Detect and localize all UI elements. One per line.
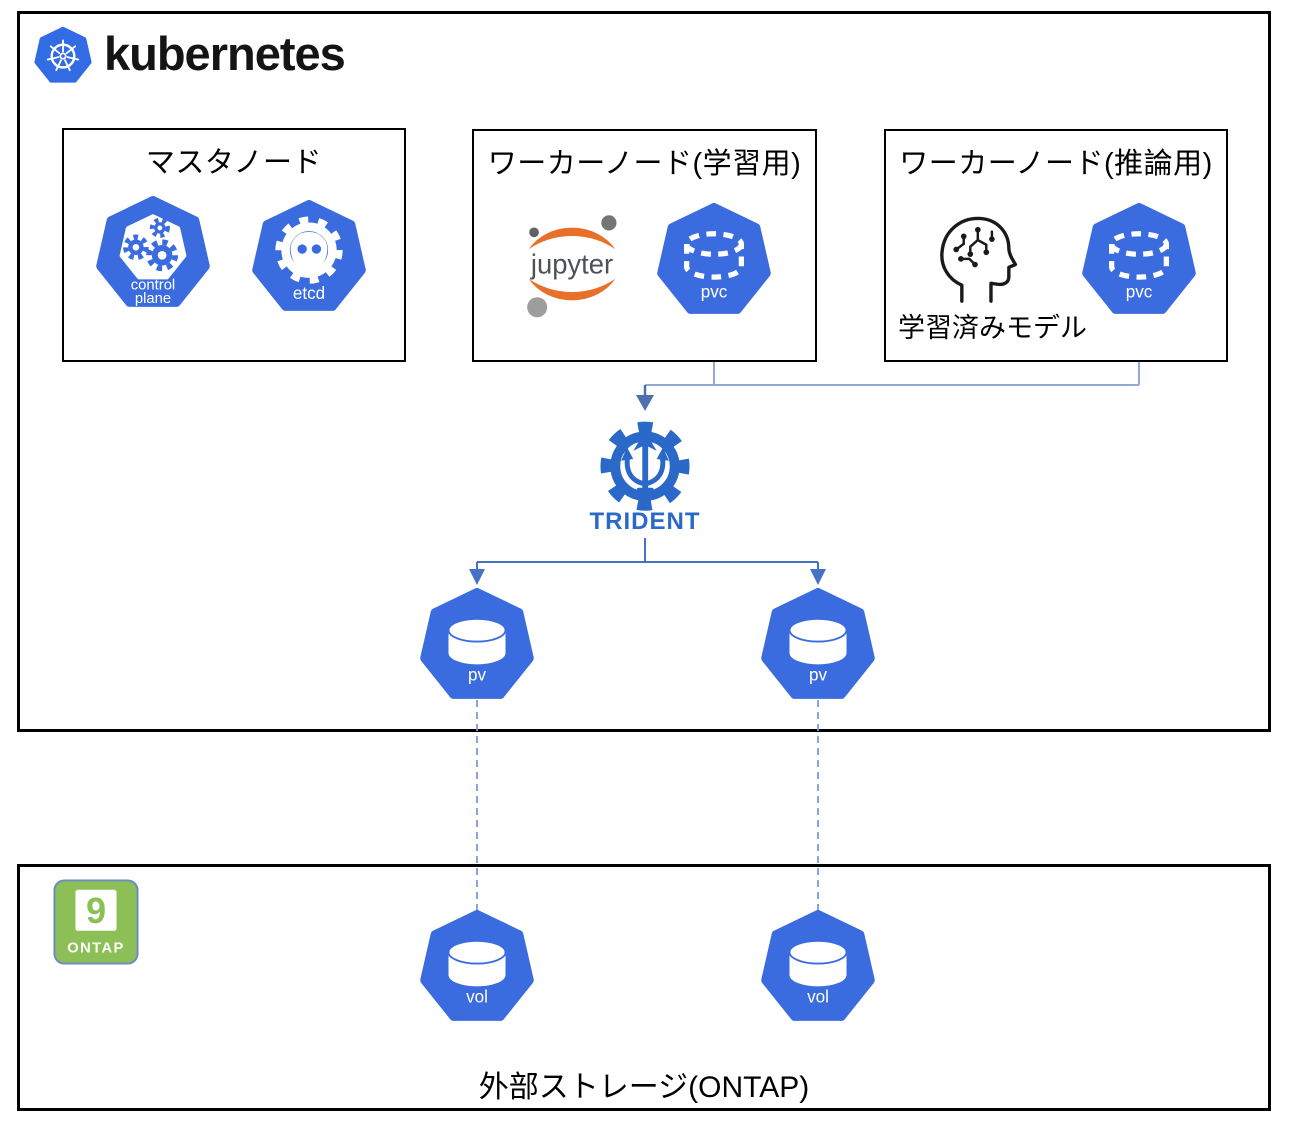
trident-label: TRIDENT bbox=[589, 508, 701, 535]
etcd-gear-glyph bbox=[275, 216, 343, 284]
ontap-version-number: 9 bbox=[86, 890, 106, 931]
kubernetes-cluster-box bbox=[17, 11, 1271, 732]
master-node-title: マスタノード bbox=[145, 147, 323, 179]
etcd-icon: etcd bbox=[252, 200, 366, 314]
jupyter-dot-small bbox=[529, 227, 539, 238]
storage-box bbox=[17, 864, 1271, 1111]
pvc-training-label: pvc bbox=[701, 283, 728, 302]
trained-model-head-icon bbox=[940, 216, 1018, 303]
kubernetes-logo-icon bbox=[34, 24, 92, 87]
worker-training-title: ワーカーノード(学習用) bbox=[487, 148, 802, 180]
pv-left-icon: pv bbox=[420, 588, 534, 702]
etcd-label: etcd bbox=[293, 284, 325, 303]
pvc-inference-label: pvc bbox=[1126, 283, 1153, 302]
jupyter-logo-icon: jupyter bbox=[527, 215, 617, 318]
dashed-cylinder-glyph bbox=[1109, 231, 1169, 280]
jupyter-dot-large bbox=[527, 297, 548, 318]
trident-glyph bbox=[633, 431, 657, 493]
storage-caption: 外部ストレージ(ONTAP) bbox=[478, 1071, 810, 1104]
worker-training-box: ワーカーノード(学習用) bbox=[472, 129, 817, 362]
dashed-cylinder-glyph bbox=[684, 231, 744, 280]
ontap-logo-label: ONTAP bbox=[67, 940, 125, 956]
vol-left-label: vol bbox=[466, 987, 488, 1006]
jupyter-top-crescent bbox=[528, 227, 616, 250]
ontap-logo-icon: 9 ONTAP bbox=[53, 879, 139, 965]
trident-logo-icon bbox=[600, 421, 690, 511]
jupyter-bottom-crescent bbox=[528, 278, 616, 301]
worker-inference-title: ワーカーノード(推論用) bbox=[899, 148, 1213, 180]
trained-model-label: 学習済みモデル bbox=[898, 313, 1087, 343]
vol-right-label: vol bbox=[807, 987, 829, 1006]
trident-prongs bbox=[624, 455, 666, 486]
kubernetes-title: kubernetes bbox=[104, 27, 346, 80]
circuit-dots bbox=[953, 226, 995, 268]
helm-spokes bbox=[46, 39, 80, 72]
vol-left-icon: vol bbox=[420, 910, 534, 1024]
jupyter-dot-medium bbox=[601, 215, 617, 231]
vol-right-icon: vol bbox=[761, 910, 875, 1024]
pv-right-icon: pv bbox=[761, 588, 875, 702]
pvc-training-icon: pvc bbox=[657, 203, 771, 317]
jupyter-label: jupyter bbox=[530, 248, 613, 279]
pvc-inference-icon: pvc bbox=[1082, 203, 1196, 317]
pv-left-label: pv bbox=[468, 665, 487, 684]
pv-right-label: pv bbox=[809, 665, 828, 684]
